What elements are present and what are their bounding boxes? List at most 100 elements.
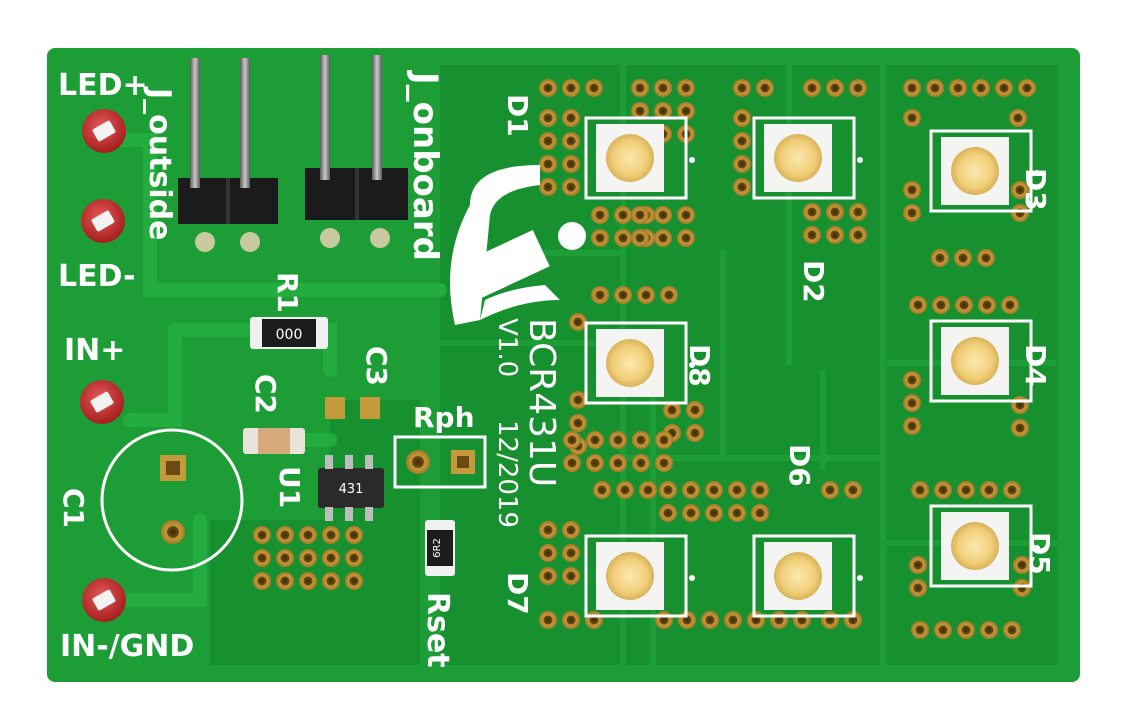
through-hole-pad	[909, 556, 927, 574]
through-hole-pad	[733, 178, 751, 196]
through-hole-pad	[733, 132, 751, 150]
through-hole-pad	[903, 109, 921, 127]
capacitor-c3-pads	[325, 397, 380, 419]
label-rph: Rph	[413, 401, 475, 434]
through-hole-pad	[586, 454, 604, 472]
through-hole-pad	[1001, 296, 1019, 314]
board-date: 12/2019	[492, 420, 522, 528]
through-hole-pad	[826, 226, 844, 244]
through-hole-pad	[253, 526, 271, 544]
through-hole-pad	[1003, 481, 1021, 499]
header-j-outside	[178, 58, 278, 252]
through-hole-pad	[591, 286, 609, 304]
label-d5: D5	[1023, 532, 1056, 575]
led-d6	[752, 534, 863, 618]
through-hole-pad	[977, 249, 995, 267]
label-u1: U1	[273, 466, 306, 508]
through-hole-pad	[909, 296, 927, 314]
board-version: V1.0	[492, 318, 522, 377]
through-hole-pad	[654, 79, 672, 97]
through-hole-pad	[631, 102, 649, 120]
through-hole-pad	[562, 544, 580, 562]
terminal-led-plus	[82, 109, 126, 153]
through-hole-pad	[934, 621, 952, 639]
through-hole-pad	[911, 481, 929, 499]
through-hole-pad	[954, 249, 972, 267]
through-hole-pad	[826, 79, 844, 97]
label-d2: D2	[797, 260, 830, 303]
through-hole-pad	[253, 572, 271, 590]
through-hole-pad	[539, 109, 557, 127]
label-d4: D4	[1019, 344, 1052, 387]
through-hole-pad	[903, 371, 921, 389]
u1-marking: 431	[339, 482, 364, 497]
label-c3: C3	[360, 346, 393, 386]
through-hole-pad	[957, 621, 975, 639]
through-hole-pad	[1003, 621, 1021, 639]
through-hole-pad	[911, 621, 929, 639]
through-hole-pad	[654, 102, 672, 120]
through-hole-pad	[682, 481, 700, 499]
through-hole-pad	[585, 79, 603, 97]
through-hole-pad	[821, 481, 839, 499]
through-hole-pad	[980, 481, 998, 499]
through-hole-pad	[793, 611, 811, 629]
through-hole-pad	[686, 424, 704, 442]
through-hole-pad	[949, 79, 967, 97]
through-hole-pad	[1018, 79, 1036, 97]
through-hole-pad	[677, 206, 695, 224]
rph-footprint	[393, 435, 487, 489]
through-hole-pad	[849, 79, 867, 97]
led-d7	[584, 534, 695, 618]
label-in-minus-gnd: IN-/GND	[60, 629, 194, 664]
through-hole-pad	[539, 79, 557, 97]
through-hole-pad	[803, 79, 821, 97]
through-hole-pad	[591, 229, 609, 247]
through-hole-pad	[614, 206, 632, 224]
through-hole-pad	[659, 504, 677, 522]
through-hole-pad	[299, 549, 317, 567]
through-hole-pad	[322, 549, 340, 567]
through-hole-pad	[677, 79, 695, 97]
through-hole-pad	[955, 296, 973, 314]
through-hole-pad	[957, 481, 975, 499]
through-hole-pad	[562, 79, 580, 97]
through-hole-pad	[591, 206, 609, 224]
label-j-onboard: J_onboard	[405, 70, 445, 261]
through-hole-pad	[569, 391, 587, 409]
through-hole-pad	[322, 526, 340, 544]
led-array	[584, 116, 1040, 618]
through-hole-pad	[562, 178, 580, 196]
through-hole-pad	[1013, 579, 1031, 597]
board-name: BCR431U	[521, 318, 562, 487]
through-hole-pad	[705, 481, 723, 499]
terminal-led-minus	[81, 199, 125, 243]
through-hole-pad	[980, 621, 998, 639]
through-hole-pad	[733, 109, 751, 127]
through-hole-pad	[655, 454, 673, 472]
through-hole-pad	[803, 203, 821, 221]
through-hole-pad	[563, 431, 581, 449]
through-hole-pad	[609, 431, 627, 449]
through-hole-pad	[562, 132, 580, 150]
through-hole-pad	[663, 401, 681, 419]
label-d7: D7	[501, 572, 534, 615]
through-hole-pad	[903, 79, 921, 97]
through-hole-pad	[631, 229, 649, 247]
through-hole-pad	[1009, 109, 1027, 127]
through-hole-pad	[733, 155, 751, 173]
through-hole-pad	[631, 79, 649, 97]
through-hole-pad	[345, 572, 363, 590]
resistor-rset: 6R2	[425, 520, 455, 576]
through-hole-pad	[569, 313, 587, 331]
through-hole-pad	[770, 611, 788, 629]
through-hole-pad	[276, 526, 294, 544]
through-hole-pad	[677, 102, 695, 120]
ic-u1: 431	[318, 455, 384, 521]
through-hole-pad	[637, 286, 655, 304]
rset-marking: 6R2	[432, 538, 443, 558]
label-d6: D6	[783, 444, 816, 487]
through-hole-pad	[932, 296, 950, 314]
through-hole-pad	[276, 549, 294, 567]
